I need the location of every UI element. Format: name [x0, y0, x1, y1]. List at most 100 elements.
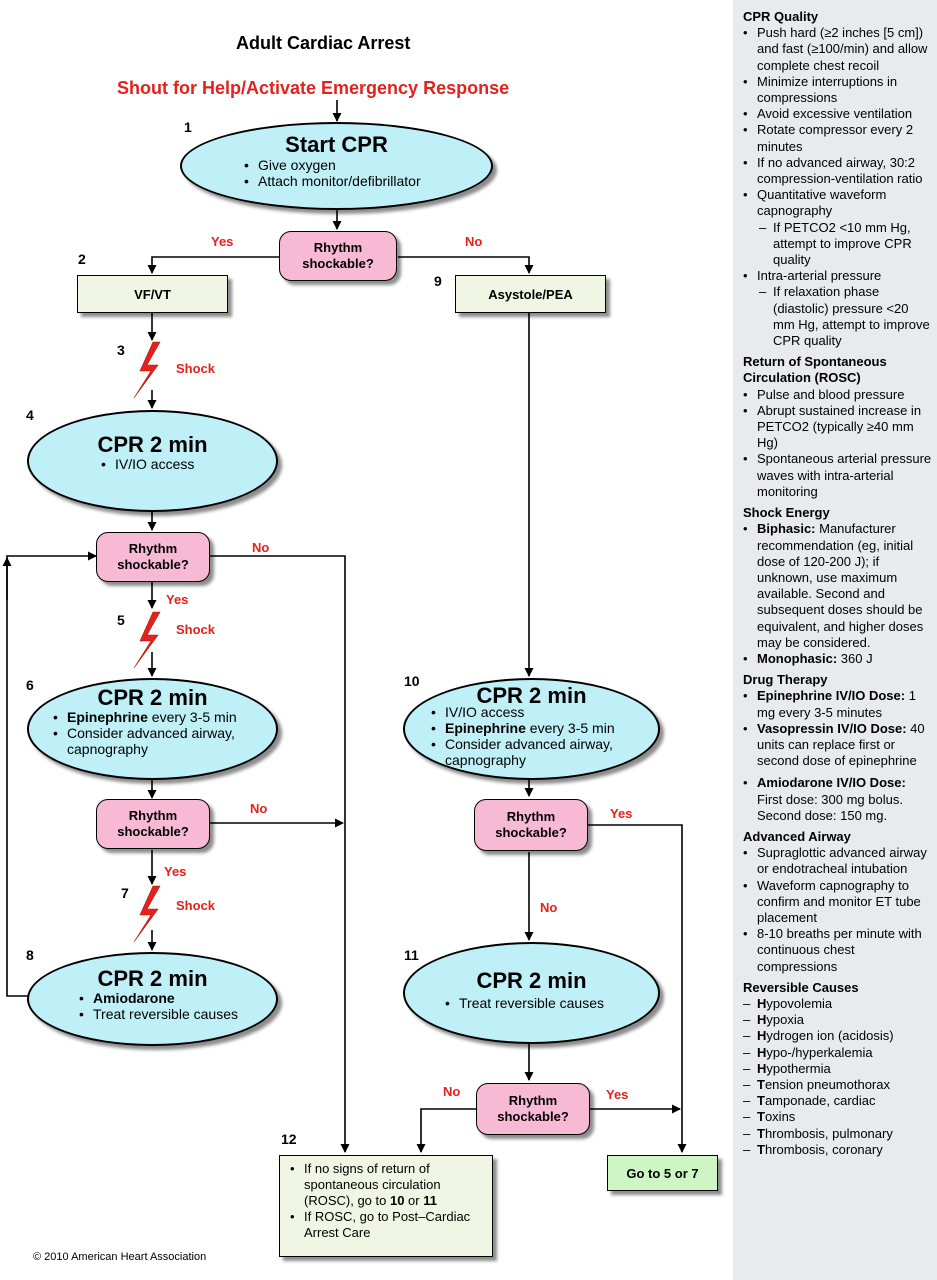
no-label: No: [443, 1084, 461, 1099]
step-number-1: 1: [184, 119, 192, 135]
yes-label: Yes: [164, 864, 187, 879]
decision-label: Rhythm shockable?: [117, 541, 189, 572]
list-item: Pulse and blood pressure: [743, 387, 933, 403]
step-number-3: 3: [117, 342, 125, 358]
no-label: No: [540, 900, 558, 915]
shock-label-7: Shock: [176, 898, 216, 913]
arrow-loop-back: [6, 551, 97, 997]
shout-for-help: Shout for Help/Activate Emergency Respon…: [117, 78, 510, 98]
goto-box: Go to 5 or 7: [607, 1155, 718, 1191]
page-title: Adult Cardiac Arrest: [236, 33, 411, 53]
letter: H: [757, 1060, 767, 1076]
cpr-node-10: CPR 2 min IV/IO access Epinephrine every…: [403, 678, 660, 780]
list-item: Thrombosis, coronary: [743, 1142, 933, 1158]
list-item: Treat reversible causes: [445, 995, 604, 1011]
list-item: Avoid excessive ventilation: [743, 106, 933, 122]
rhythm-decision-5: Rhythm shockable?: [476, 1083, 590, 1135]
cause: oxins: [764, 1109, 796, 1125]
step-ref: 10: [389, 1193, 405, 1208]
node-title: CPR 2 min: [97, 966, 208, 991]
shock-label-5: Shock: [176, 622, 216, 637]
asystole-pea-box: Asystole/PEA: [455, 275, 606, 313]
list-item: Rotate compressor every 2 minutes: [743, 122, 933, 154]
list-item: Hypoxia: [743, 1012, 933, 1028]
step-number-11: 11: [404, 947, 419, 963]
list-item: Epinephrine every 3-5 min: [431, 720, 641, 736]
step-number-12: 12: [281, 1131, 297, 1147]
cause: hrombosis, coronary: [764, 1141, 883, 1157]
letter: T: [757, 1141, 765, 1157]
section-heading: Reversible Causes: [743, 979, 859, 995]
drug-name: Epinephrine: [67, 709, 148, 725]
list-item: Abrupt sustained increase in PETCO2 (typ…: [743, 403, 933, 452]
list-item: IV/IO access: [101, 456, 194, 472]
sub-item: If relaxation phase (diastolic) pressure…: [757, 284, 933, 349]
node-title: CPR 2 min: [97, 432, 208, 457]
yes-label: Yes: [606, 1087, 629, 1102]
cpr-node-11: CPR 2 min Treat reversible causes: [403, 942, 660, 1044]
list-item: Biphasic: Manufacturer recommendation (e…: [743, 521, 933, 651]
term: Vasopressin IV/IO Dose:: [757, 720, 907, 736]
cpr-node-4: CPR 2 min IV/IO access: [27, 410, 278, 512]
list-item: IV/IO access: [431, 704, 641, 720]
step-ref: 11: [423, 1193, 437, 1208]
flow-connectors: [2, 100, 687, 1153]
list-item: Vasopressin IV/IO Dose: 40 units can rep…: [743, 721, 933, 770]
decision-label: Rhythm shockable?: [497, 1093, 569, 1124]
node-title: CPR 2 min: [97, 685, 208, 710]
list-item: Hypovolemia: [743, 996, 933, 1012]
item-text: Quantitative waveform capnography: [757, 187, 887, 219]
no-label: No: [465, 234, 483, 249]
box-label: Asystole/PEA: [488, 286, 573, 302]
list-item: If no signs of return of spontaneous cir…: [290, 1161, 492, 1209]
drug-dose: every 3-5 min: [525, 720, 615, 736]
section-heading: Shock Energy: [743, 505, 830, 521]
list-item: If no advanced airway, 30:2 compression-…: [743, 155, 933, 187]
list-item: Consider advanced airway, capnography: [431, 736, 641, 768]
decision-label: Rhythm shockable?: [302, 240, 374, 271]
letter: H: [757, 1044, 767, 1060]
letter: T: [757, 1077, 765, 1092]
term: Epinephrine IV/IO Dose:: [757, 688, 906, 704]
sub-item: If PETCO2 <10 mm Hg, attempt to improve …: [757, 220, 933, 269]
drug-name: Epinephrine: [445, 720, 526, 736]
cause: ydrogen ion (acidosis): [766, 1028, 894, 1044]
section-heading: CPR Quality: [743, 9, 819, 24]
reference-sidebar: CPR Quality Push hard (≥2 inches [5 cm])…: [733, 0, 937, 1280]
cpr-node-6: CPR 2 min Epinephrine every 3-5 min Cons…: [27, 678, 278, 780]
no-label: No: [250, 801, 268, 816]
section-heading: Drug Therapy: [743, 672, 828, 688]
list-item: Hypo-/hyperkalemia: [743, 1045, 933, 1061]
list-item: Tension pneumothorax: [743, 1077, 933, 1093]
step-number-9: 9: [434, 273, 442, 289]
rosc-box-12: If no signs of return of spontaneous cir…: [279, 1155, 493, 1257]
drug-name: Amiodarone: [93, 990, 175, 1006]
rhythm-decision-top: Rhythm shockable?: [279, 231, 397, 281]
cause: amponade, cardiac: [764, 1093, 876, 1109]
cause: ypovolemia: [766, 995, 833, 1011]
arrow-decision3-yes: [588, 824, 687, 1153]
box-label: VF/VT: [134, 286, 171, 302]
step-number-6: 6: [26, 677, 34, 693]
list-item: Waveform capnography to confirm and moni…: [743, 878, 933, 927]
yes-label: Yes: [211, 234, 234, 249]
list-item: Treat reversible causes: [79, 1006, 238, 1022]
section-heading: Advanced Airway: [743, 828, 851, 844]
letter: T: [757, 1125, 765, 1141]
yes-label: Yes: [610, 806, 633, 821]
term: Amiodarone IV/IO Dose:: [757, 775, 906, 791]
rhythm-decision-2: Rhythm shockable?: [96, 532, 210, 582]
letter: T: [757, 1109, 765, 1125]
lightning-icon-7: [133, 885, 161, 943]
list-item: Attach monitor/defibrillator: [244, 173, 421, 189]
letter: T: [757, 1093, 765, 1109]
list-item: 8-10 breaths per minute with continuous …: [743, 926, 933, 975]
arrow-yes-to-vfvt: [147, 256, 280, 274]
list-item: Epinephrine IV/IO Dose: 1 mg every 3-5 m…: [743, 688, 933, 720]
node-title: Start CPR: [285, 132, 388, 157]
list-item: If ROSC, go to Post–Cardiac Arrest Care: [290, 1209, 492, 1241]
term: Monophasic:: [757, 650, 838, 666]
copyright: © 2010 American Heart Association: [33, 1251, 207, 1263]
list-item: Epinephrine every 3-5 min: [53, 709, 263, 725]
list-item: Toxins: [743, 1109, 933, 1125]
